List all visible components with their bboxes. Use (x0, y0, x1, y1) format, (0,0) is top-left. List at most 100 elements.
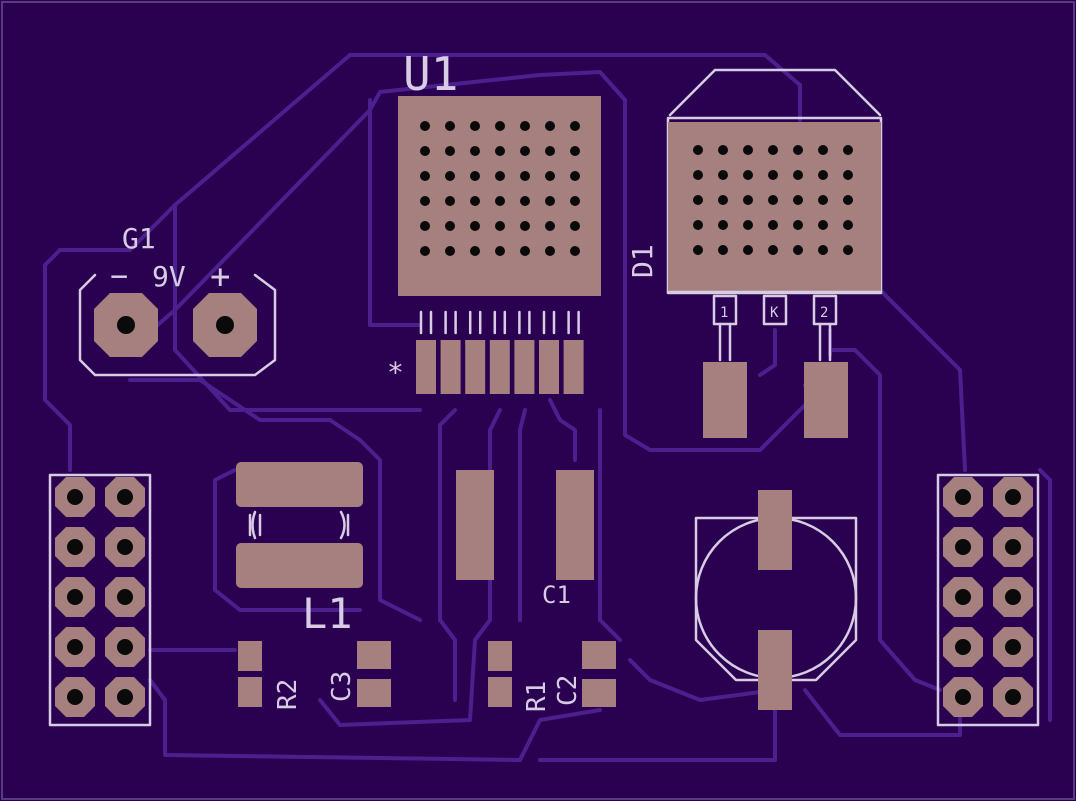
d1-pink-label: K (770, 305, 779, 321)
thermal-via (570, 121, 580, 131)
thermal-via (545, 246, 555, 256)
header-pin-hole (955, 539, 971, 555)
r2-resistor: R2 (238, 641, 303, 710)
thermal-via (445, 246, 455, 256)
d1-pin1-label: 1 (720, 305, 728, 321)
r2-label: R2 (273, 679, 303, 710)
thermal-via (470, 196, 480, 206)
thermal-via (718, 145, 728, 155)
thermal-via (495, 121, 505, 131)
thermal-via (818, 220, 828, 230)
c3-label: C3 (327, 671, 357, 702)
thermal-via (818, 195, 828, 205)
c1-label: C1 (542, 581, 571, 609)
header-pin-hole (955, 639, 971, 655)
thermal-via (718, 245, 728, 255)
header-pin-hole (1005, 589, 1021, 605)
header-pin-hole (1005, 689, 1021, 705)
thermal-via (843, 145, 853, 155)
thermal-via (768, 170, 778, 180)
d1-pink-box (762, 294, 788, 326)
thermal-via (768, 195, 778, 205)
thermal-via (420, 146, 430, 156)
thermal-via (570, 221, 580, 231)
thermal-via (445, 196, 455, 206)
header-pin-hole (117, 589, 133, 605)
thermal-via (693, 170, 703, 180)
d1-diode: 1 K 2 D1 (626, 68, 883, 438)
thermal-via (743, 195, 753, 205)
thermal-via (793, 145, 803, 155)
g1-connector: G1 − 9V + (78, 222, 277, 377)
thermal-via (545, 146, 555, 156)
header-pin-hole (117, 539, 133, 555)
thermal-via (470, 221, 480, 231)
thermal-via (545, 196, 555, 206)
thermal-via (520, 121, 530, 131)
thermal-via (470, 171, 480, 181)
g1-plus-label: + (210, 257, 230, 297)
c2-capacitor: C2 (553, 641, 616, 707)
thermal-via (693, 145, 703, 155)
thermal-via (545, 221, 555, 231)
header-pin-hole (1005, 489, 1021, 505)
thermal-via (420, 221, 430, 231)
header-pin-hole (955, 589, 971, 605)
header-left (48, 473, 152, 727)
thermal-via (495, 196, 505, 206)
thermal-via (818, 145, 828, 155)
thermal-via (793, 220, 803, 230)
header-pin-hole (1005, 539, 1021, 555)
thermal-via (718, 220, 728, 230)
d1-label: D1 (626, 244, 659, 278)
header-pin-hole (955, 689, 971, 705)
c1-pad (556, 470, 594, 580)
thermal-via (495, 171, 505, 181)
header-pin-hole (67, 639, 83, 655)
d1-pin1-box (712, 294, 738, 326)
g1-voltage-label: 9V (152, 260, 186, 293)
thermal-via (818, 170, 828, 180)
thermal-via (470, 246, 480, 256)
header-pin-hole (1005, 639, 1021, 655)
l1-pad-bottom (236, 543, 363, 588)
l1-inductor: L1 (236, 462, 363, 638)
thermal-via (445, 121, 455, 131)
thermal-via (445, 221, 455, 231)
thermal-via (570, 171, 580, 181)
thermal-via (545, 121, 555, 131)
thermal-via (693, 220, 703, 230)
thermal-via (520, 146, 530, 156)
r1-resistor: R1 (488, 641, 552, 712)
cap-pad-left (456, 470, 494, 580)
thermal-via (743, 170, 753, 180)
thermal-via (495, 221, 505, 231)
thermal-via (843, 195, 853, 205)
header-pin-hole (67, 539, 83, 555)
thermal-via (743, 220, 753, 230)
g1-minus-label: − (110, 259, 128, 294)
header-pin-hole (117, 489, 133, 505)
d1-anode-pad (703, 362, 747, 438)
thermal-via (768, 245, 778, 255)
thermal-via (445, 171, 455, 181)
thermal-via (718, 195, 728, 205)
u1-thermal-vias (420, 121, 580, 256)
header-pin-hole (117, 689, 133, 705)
thermal-via (570, 246, 580, 256)
c3-capacitor: C3 (327, 641, 391, 707)
c2-label: C2 (553, 675, 583, 706)
d1-cathode-pad (804, 362, 848, 438)
l1-pad-top (236, 462, 363, 507)
u1-pin-pad (416, 340, 436, 394)
u1-leads (419, 310, 580, 335)
u1-pin-pad (514, 340, 535, 394)
u1-pin-pads (416, 340, 584, 394)
header-pin-hole (67, 489, 83, 505)
thermal-via (470, 121, 480, 131)
d1-pin2-label: 2 (820, 305, 828, 321)
electrolytic-capacitor (694, 490, 858, 710)
u1-pin-pad (563, 340, 584, 394)
thermal-via (793, 170, 803, 180)
